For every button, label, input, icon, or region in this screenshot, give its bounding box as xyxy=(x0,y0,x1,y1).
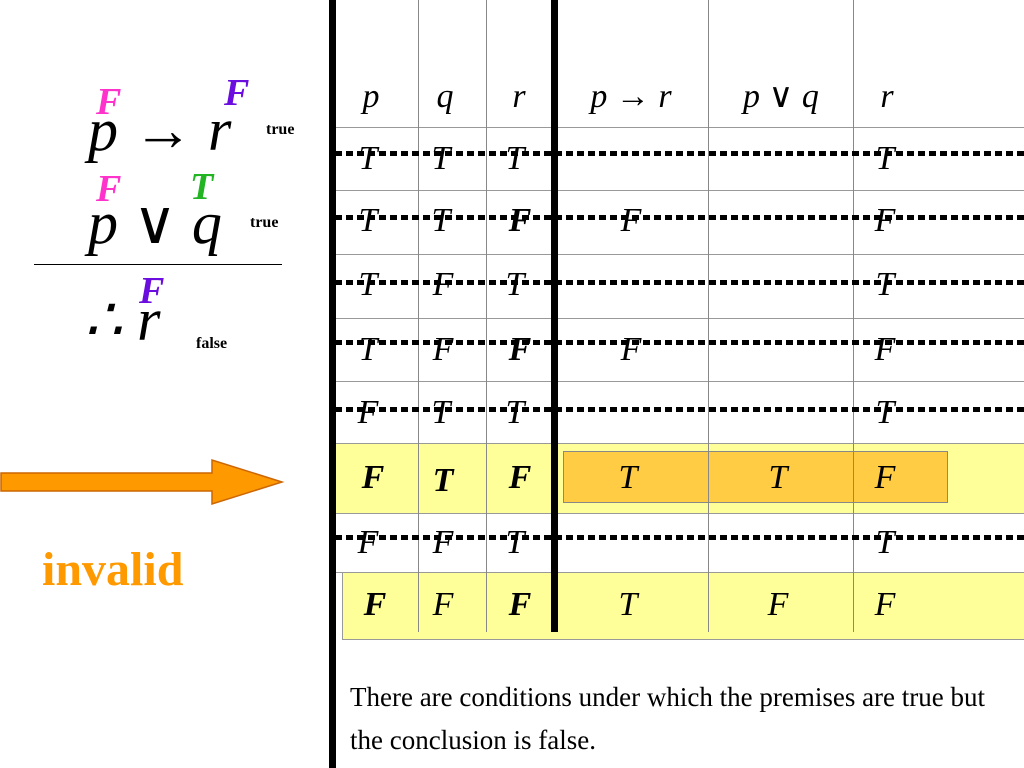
strike-line-row-4 xyxy=(335,340,1024,345)
premise2-p-value: F xyxy=(96,168,122,210)
grid-line xyxy=(335,513,1024,514)
grid-line xyxy=(335,381,1024,382)
table-cell: F xyxy=(874,202,896,239)
table-cell: T xyxy=(358,331,378,368)
caption-text: There are conditions under which the pre… xyxy=(350,682,986,755)
table-cell: F xyxy=(508,202,532,239)
highlight-box-premises xyxy=(563,451,948,503)
table-cell: T xyxy=(850,268,920,302)
table-cell: T xyxy=(333,268,403,302)
strike-line-row-2 xyxy=(335,215,1024,220)
grid-line xyxy=(853,0,854,632)
table-cell: F xyxy=(508,586,532,623)
table-cell: F xyxy=(508,331,532,368)
premise1-tag: true xyxy=(266,121,295,138)
verdict-label: invalid xyxy=(42,543,184,596)
table-cell: T xyxy=(505,394,525,431)
header-p-implies-r: p → r xyxy=(590,78,672,115)
conclusion-tag: false xyxy=(196,335,228,352)
table-cell: T xyxy=(480,268,550,302)
table-cell: F xyxy=(767,586,789,623)
table-cell: F xyxy=(874,459,896,496)
grid-line xyxy=(335,318,1024,319)
table-cell: F xyxy=(408,268,478,302)
header-q: q xyxy=(436,78,454,115)
table-cell: T xyxy=(358,202,378,239)
strike-line-row-5 xyxy=(335,407,1024,412)
grid-line xyxy=(335,190,1024,191)
premise1-p-value: F xyxy=(96,81,122,123)
table-cell: T xyxy=(431,394,451,431)
table-cell: F xyxy=(432,524,454,561)
premise1-r-value: F xyxy=(224,72,250,114)
strike-line-row-3 xyxy=(335,280,1024,285)
table-cell: T xyxy=(875,524,895,561)
table-cell: T xyxy=(505,140,525,177)
table-cell: F xyxy=(357,394,379,431)
table-cell: F xyxy=(620,331,642,368)
table-cell: F xyxy=(432,331,454,368)
table-cell: T xyxy=(505,524,525,561)
header-r: r xyxy=(512,78,526,115)
grid-line xyxy=(335,572,1024,573)
conclusion-r-value: F xyxy=(139,270,165,312)
table-cell: F xyxy=(508,459,532,496)
table-cell: F xyxy=(361,459,385,496)
table-column-divider xyxy=(551,0,558,632)
premise1-formula: p → r xyxy=(88,97,232,163)
grid-line xyxy=(486,0,487,632)
table-cell: F xyxy=(874,586,896,623)
premise2-tag: true xyxy=(250,214,279,231)
premise2-formula: p ∨ q xyxy=(88,190,222,256)
header-p-or-q: p ∨ q xyxy=(743,78,819,115)
strike-line-row-7 xyxy=(335,535,1024,540)
table-cell: T xyxy=(431,140,451,177)
table-cell: T xyxy=(618,459,638,496)
table-cell: T xyxy=(875,140,895,177)
highlight-row-8 xyxy=(342,572,1024,640)
argument-divider xyxy=(34,264,282,265)
header-r-conclusion: r xyxy=(880,78,894,115)
grid-line xyxy=(335,443,1024,444)
table-cell: F xyxy=(432,586,454,623)
table-left-border xyxy=(329,0,336,768)
table-cell: F xyxy=(363,586,387,623)
grid-line xyxy=(335,254,1024,255)
conclusion-formula: ∴ r xyxy=(84,287,161,353)
strike-line-row-1 xyxy=(335,151,1024,156)
table-cell: T xyxy=(431,202,451,239)
table-cell: T xyxy=(618,586,638,623)
header-p: p xyxy=(362,78,380,115)
table-cell: T xyxy=(875,394,895,431)
grid-line xyxy=(708,0,709,632)
table-cell: F xyxy=(357,524,379,561)
grid-line xyxy=(418,0,419,632)
table-cell: T xyxy=(768,459,788,496)
table-cell: T xyxy=(358,140,378,177)
grid-line xyxy=(335,127,1024,128)
arrow-right-icon xyxy=(0,458,285,506)
table-cell: T xyxy=(432,462,454,499)
premise2-q-value: T xyxy=(190,166,214,208)
table-cell: F xyxy=(620,202,642,239)
table-cell: F xyxy=(874,331,896,368)
